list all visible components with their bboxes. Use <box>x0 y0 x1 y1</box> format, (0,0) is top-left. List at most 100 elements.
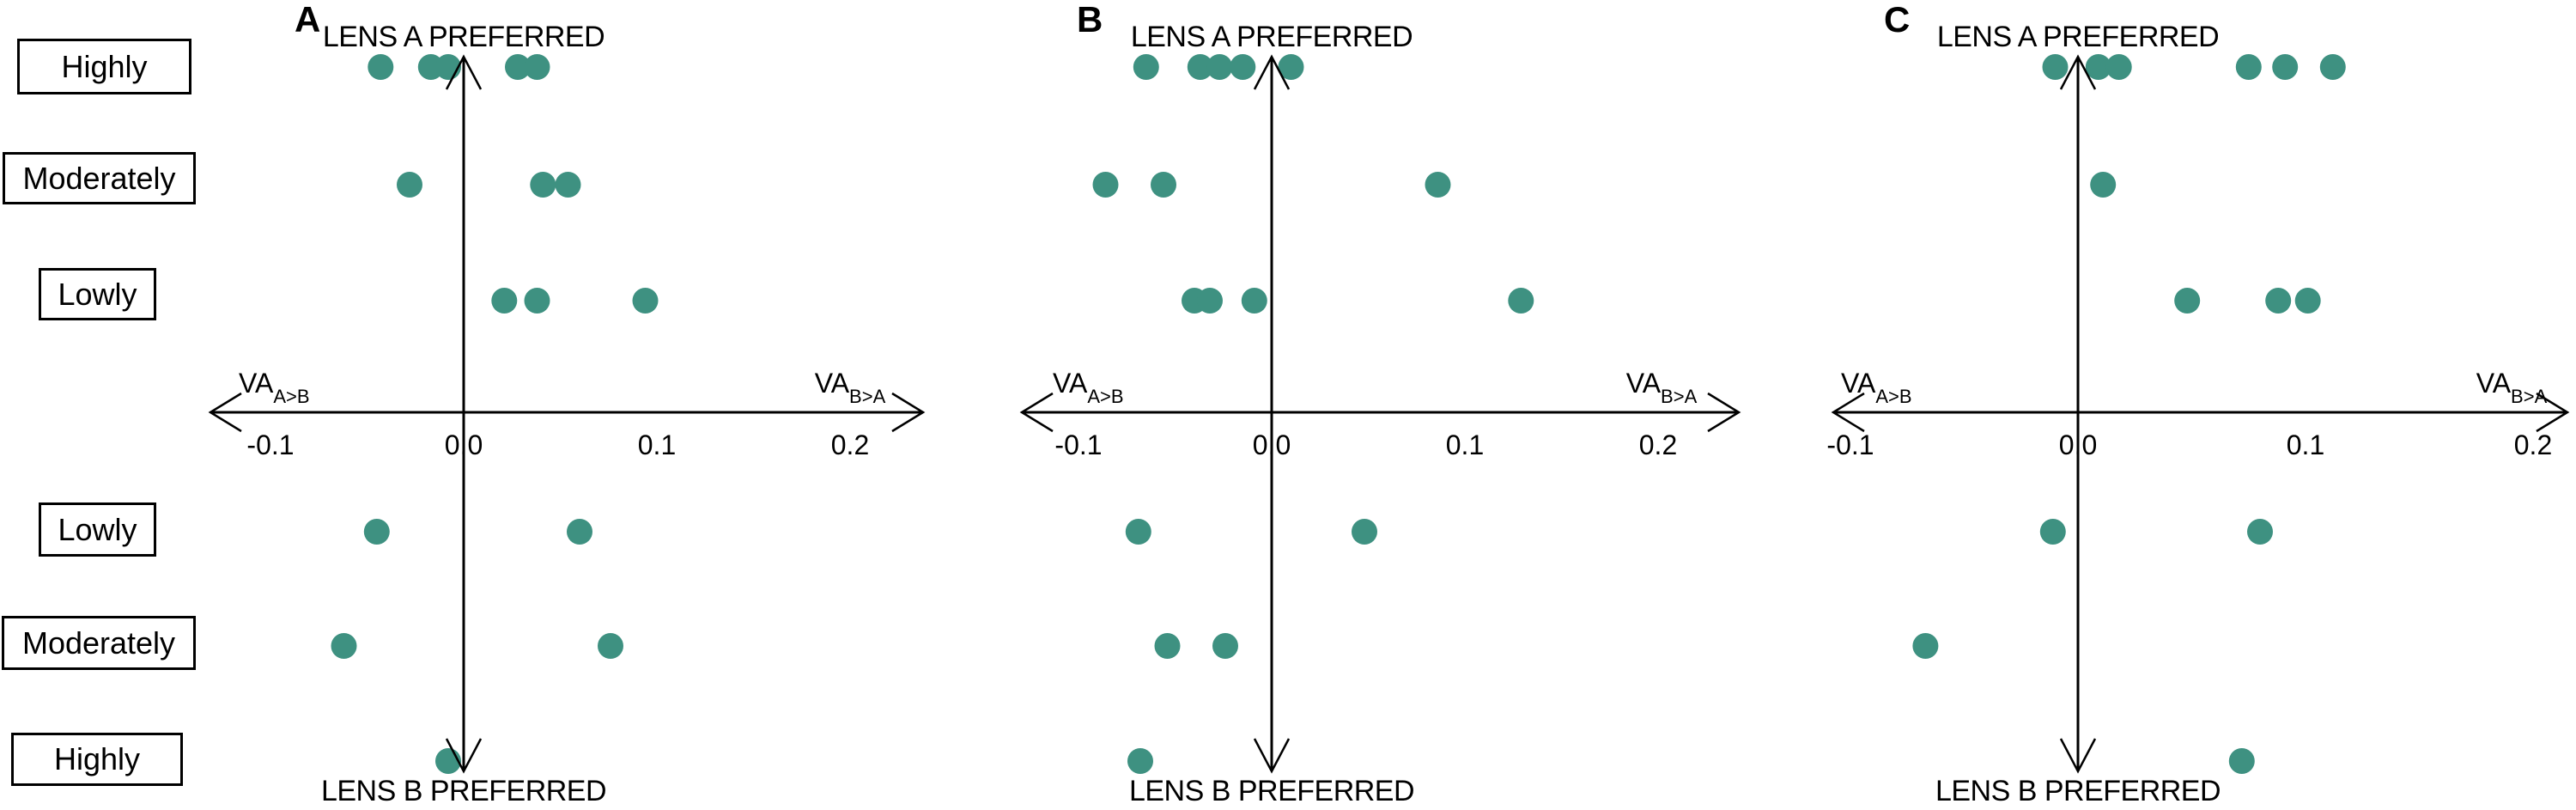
preference-strength-box: Lowly <box>39 502 156 557</box>
data-point <box>1425 172 1451 198</box>
data-point <box>2294 288 2321 314</box>
va-label-subscript: B>A <box>2511 386 2548 408</box>
data-point <box>524 54 550 80</box>
data-point <box>1125 519 1151 545</box>
right-arrowhead-icon <box>1707 392 1741 433</box>
preference-strength-box: Highly <box>17 39 191 94</box>
data-point <box>2174 288 2201 314</box>
up-arrowhead-icon <box>445 54 483 90</box>
lens-b-preferred-label: LENS B PREFERRED <box>1128 775 1415 807</box>
lens-a-preferred-label: LENS A PREFERRED <box>1130 21 1413 53</box>
va-label-subscript: A>B <box>1875 386 1912 408</box>
va-label-subscript: A>B <box>1087 386 1124 408</box>
data-point <box>1508 288 1534 314</box>
up-arrowhead-icon <box>2059 54 2097 90</box>
x-tick-label: 0.1 <box>637 429 677 460</box>
data-point <box>1197 288 1223 314</box>
data-point <box>2105 54 2132 80</box>
va-label-base: VA <box>814 368 850 399</box>
va-label-base: VA <box>2476 368 2512 399</box>
x-tick-label: 0.2 <box>2513 429 2553 460</box>
data-point <box>1230 54 1256 80</box>
x-tick-label: -0.1 <box>246 429 295 460</box>
va-label-base: VA <box>239 368 274 399</box>
data-point <box>505 54 531 80</box>
panel-letter: C <box>1884 0 1911 40</box>
right-arrowhead-icon <box>2536 392 2570 433</box>
data-point <box>2228 748 2255 774</box>
data-point <box>2235 54 2262 80</box>
panel-letter: B <box>1077 0 1103 40</box>
data-point <box>2085 54 2111 80</box>
va-label-base: VA <box>1625 368 1662 399</box>
data-point <box>2090 172 2117 198</box>
data-point <box>1151 172 1176 198</box>
data-point <box>2039 519 2066 545</box>
lens-b-preferred-label: LENS B PREFERRED <box>320 775 607 807</box>
data-point <box>1187 54 1213 80</box>
x-tick-label: 0.0 <box>2058 429 2098 460</box>
data-point <box>530 172 556 198</box>
x-tick-label: 0.2 <box>830 429 870 460</box>
preference-strength-box: Moderately <box>3 152 196 204</box>
data-point <box>555 172 581 198</box>
data-point <box>2319 54 2346 80</box>
va-label-subscript: A>B <box>273 386 310 408</box>
preference-strength-box: Highly <box>11 733 183 786</box>
data-point <box>1912 633 1939 659</box>
x-tick-label: -0.1 <box>1054 429 1103 460</box>
va-a-gt-b-label: VAA>B <box>239 368 310 406</box>
va-b-gt-a-label: VAB>A <box>814 368 886 406</box>
data-point <box>2042 54 2069 80</box>
data-point <box>1154 633 1181 659</box>
up-arrowhead-icon <box>1253 54 1291 90</box>
va-a-gt-b-label: VAA>B <box>1053 368 1124 406</box>
data-point <box>1241 288 1267 314</box>
data-point <box>397 172 422 198</box>
va-label-subscript: B>A <box>849 386 886 408</box>
data-point <box>1278 54 1304 80</box>
left-arrowhead-icon <box>1831 392 1865 433</box>
x-tick-label: 0.1 <box>2286 429 2325 460</box>
panel-letter: A <box>295 0 321 40</box>
va-label-base: VA <box>1841 368 1876 399</box>
x-tick-label: 0.2 <box>1638 429 1678 460</box>
down-arrowhead-icon <box>445 738 483 774</box>
down-arrowhead-icon <box>2059 738 2097 774</box>
data-point <box>598 633 623 659</box>
data-point <box>2247 519 2273 545</box>
data-point <box>1092 172 1119 198</box>
data-point <box>632 288 659 314</box>
va-b-gt-a-label: VAB>A <box>1625 368 1698 406</box>
data-point <box>331 633 357 659</box>
lens-b-preferred-label: LENS B PREFERRED <box>1935 775 2221 807</box>
lens-a-preferred-label: LENS A PREFERRED <box>322 21 605 53</box>
x-tick-label: 0.0 <box>1252 429 1291 460</box>
data-point <box>368 54 394 80</box>
lens-a-preferred-label: LENS A PREFERRED <box>1936 21 2220 53</box>
data-point <box>1206 54 1233 80</box>
left-arrowhead-icon <box>1019 392 1054 433</box>
data-point <box>2272 54 2299 80</box>
data-point <box>363 519 390 545</box>
x-tick-label: -0.1 <box>1826 429 1874 460</box>
down-arrowhead-icon <box>1253 738 1291 774</box>
preference-strength-box: Moderately <box>2 616 196 670</box>
data-point <box>491 288 518 314</box>
va-label-base: VA <box>1053 368 1088 399</box>
data-point <box>1212 633 1238 659</box>
va-b-gt-a-label: VAB>A <box>2476 368 2548 406</box>
va-a-gt-b-label: VAA>B <box>1841 368 1912 406</box>
data-point <box>2265 288 2292 314</box>
va-label-subscript: B>A <box>1661 386 1698 408</box>
data-point <box>567 519 592 545</box>
x-tick-label: 0.0 <box>444 429 483 460</box>
data-point <box>1127 748 1153 774</box>
preference-strength-box: Lowly <box>39 268 156 320</box>
data-point <box>1133 54 1159 80</box>
x-tick-label: 0.1 <box>1445 429 1485 460</box>
data-point <box>524 288 550 314</box>
